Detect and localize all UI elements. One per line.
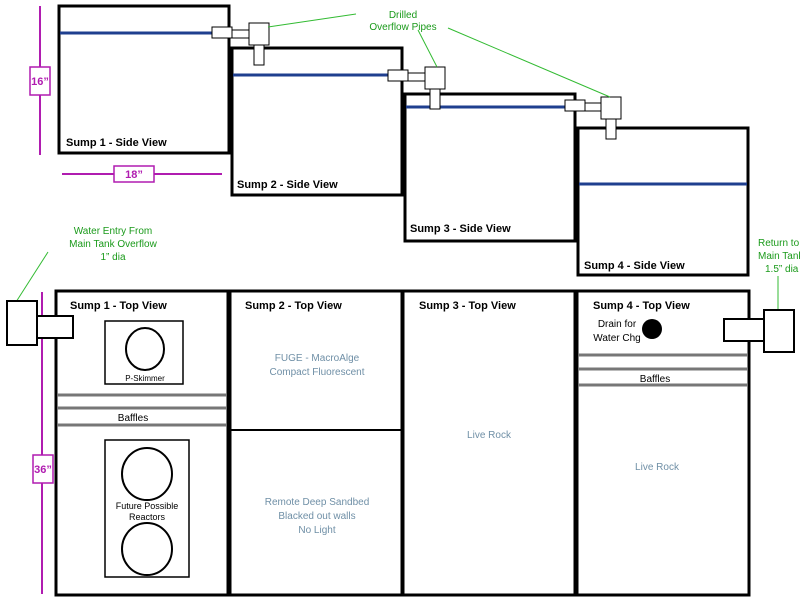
return-pipe bbox=[723, 309, 795, 353]
height-dimension: 16” bbox=[31, 76, 49, 88]
drain-line1: Drain for bbox=[598, 319, 637, 330]
sump1-side-view bbox=[57, 4, 231, 155]
sump1-side-title: Sump 1 - Side View bbox=[66, 137, 167, 149]
sump4-top-view bbox=[575, 289, 751, 597]
sump2-top-view bbox=[228, 289, 404, 597]
sump3-top-title: Sump 3 - Top View bbox=[419, 300, 516, 312]
sump1-top-view bbox=[54, 289, 230, 597]
water-entry-line3: 1” dia bbox=[100, 252, 125, 263]
return-line3: 1.5” dia bbox=[765, 264, 799, 275]
sump4-top-title: Sump 4 - Top View bbox=[593, 300, 690, 312]
water-entry-line1: Water Entry From bbox=[74, 226, 153, 237]
overflow-pipe-2 bbox=[387, 66, 446, 110]
side-views bbox=[57, 4, 750, 277]
drain-icon bbox=[642, 319, 662, 339]
dsb-line1: Remote Deep Sandbed bbox=[265, 497, 370, 508]
sump1-baffles bbox=[57, 393, 227, 427]
skimmer-label: P-Skimmer bbox=[125, 374, 165, 383]
sump2-side-title: Sump 2 - Side View bbox=[237, 179, 338, 191]
overflow-pipe-3 bbox=[564, 96, 622, 140]
fuge-line2: Compact Fluorescent bbox=[269, 367, 364, 378]
sump3-top-view bbox=[401, 289, 577, 597]
sump2-top-title: Sump 2 - Top View bbox=[245, 300, 342, 312]
skimmer-circle bbox=[125, 327, 165, 371]
dimension-labels bbox=[29, 66, 155, 484]
sump3-rock: Live Rock bbox=[467, 430, 512, 441]
drain-line2: Water Chg bbox=[593, 333, 640, 344]
overflow-pipe-1 bbox=[211, 22, 270, 66]
dsb-line3: No Light bbox=[298, 525, 335, 536]
fuge-line1: FUGE - MacroAlge bbox=[275, 353, 360, 364]
return-line2: Main Tank bbox=[758, 251, 800, 262]
overflow-pipes bbox=[211, 22, 622, 140]
reactor-circle-top bbox=[121, 447, 173, 501]
sump1-top-title: Sump 1 - Top View bbox=[70, 300, 167, 312]
sump2-side-view bbox=[230, 46, 404, 197]
water-entry-line2: Main Tank Overflow bbox=[69, 239, 157, 250]
sump4-baffles-label: Baffles bbox=[640, 374, 670, 385]
skimmer-box bbox=[104, 320, 184, 385]
callout-lines bbox=[15, 13, 779, 312]
dsb-line2: Blacked out walls bbox=[278, 511, 355, 522]
sump4-rock: Live Rock bbox=[635, 462, 680, 473]
sump3-side-view bbox=[403, 92, 577, 243]
length-dimension: 36” bbox=[34, 464, 52, 476]
width-dimension: 18” bbox=[125, 169, 143, 181]
sump4-side-title: Sump 4 - Side View bbox=[584, 260, 685, 272]
reactors-label-line2: Reactors bbox=[129, 512, 166, 522]
inlet-pipe bbox=[6, 300, 74, 346]
drilled-label-line2: Overflow Pipes bbox=[369, 22, 436, 33]
sump3-side-title: Sump 3 - Side View bbox=[410, 223, 511, 235]
reactors-label-line1: Future Possible bbox=[116, 501, 179, 511]
sump4-side-view bbox=[576, 126, 750, 277]
reactors-box bbox=[104, 439, 190, 578]
reactor-circle-bottom bbox=[121, 522, 173, 576]
sump4-baffles bbox=[578, 353, 748, 387]
drilled-label-line1: Drilled bbox=[389, 10, 417, 21]
top-views bbox=[54, 289, 751, 597]
return-line1: Return to bbox=[758, 238, 800, 249]
water-lines bbox=[60, 31, 747, 186]
sump1-baffles-label: Baffles bbox=[118, 413, 148, 424]
